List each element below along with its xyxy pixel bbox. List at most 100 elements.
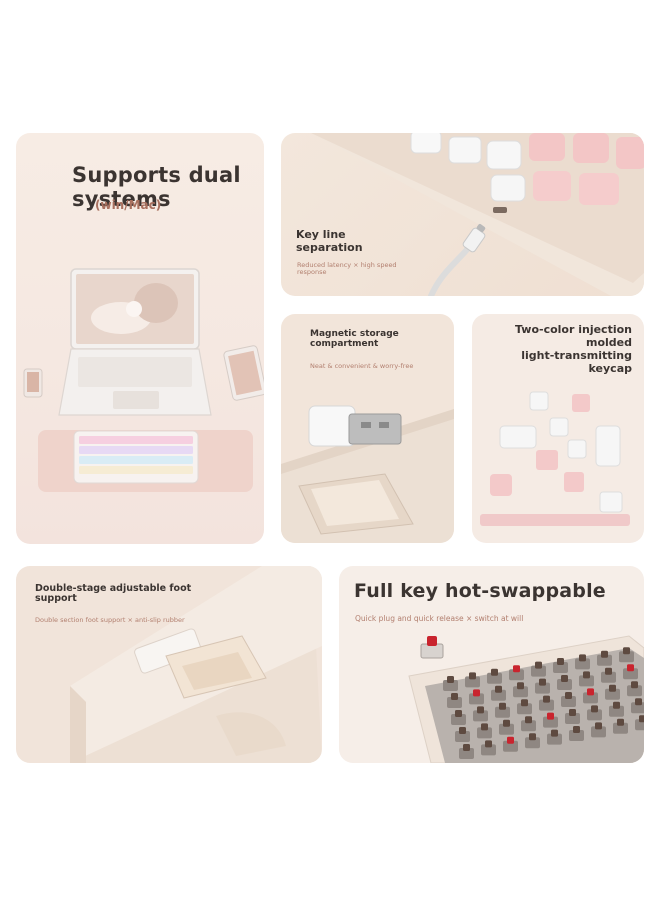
switch-housing — [561, 696, 576, 707]
keyboard-cable-illustration — [311, 133, 644, 296]
switch-stem — [455, 710, 462, 717]
switch-stem — [601, 650, 608, 658]
hot-swap-desc: Quick plug and quick release × switch at… — [355, 614, 524, 623]
keycap-panel: Two-color injection molded light-transmi… — [472, 314, 644, 543]
key-line-desc-1: Reduced latency × high speed — [297, 261, 397, 269]
switch-housing — [513, 686, 528, 698]
switch-housing — [579, 675, 594, 687]
hot-swap-panel: Full key hot-swappable Quick plug and qu… — [339, 566, 644, 763]
switch-stem — [525, 716, 532, 724]
dual-systems-panel: Supports dual systems (win/Mac) — [16, 133, 264, 544]
switch-stem — [463, 744, 470, 751]
switch-stem — [605, 667, 612, 675]
switch-stem — [609, 684, 616, 692]
switch-stem — [477, 706, 484, 714]
switch-stem — [583, 671, 590, 679]
switch-stem — [513, 665, 520, 673]
switch-grid — [443, 647, 644, 759]
switch-housing — [443, 680, 458, 691]
switch-stem — [517, 682, 524, 690]
switch-housing — [535, 682, 550, 694]
switch-stem — [561, 675, 568, 682]
switch-stem — [635, 698, 642, 706]
switch-housing — [605, 688, 620, 700]
switch-stem — [491, 668, 498, 676]
foot-title-2: support — [35, 593, 77, 604]
switch-housing — [591, 726, 606, 738]
magnetic-title-1: Magnetic storage — [310, 329, 399, 339]
switch-stem — [587, 688, 594, 696]
switch-stem — [459, 727, 466, 734]
magnetic-storage-panel: Magnetic storage compartment Neat & conv… — [281, 314, 454, 543]
switch-stem — [447, 676, 454, 683]
magnetic-desc: Neat & convenient & worry-free — [310, 362, 414, 370]
foot-title-1: Double-stage adjustable foot — [35, 583, 192, 594]
switch-housing — [465, 676, 480, 688]
switch-stem — [569, 709, 576, 716]
switch-stem — [507, 736, 514, 744]
hot-swap-illustration — [408, 635, 644, 763]
switch-housing — [499, 723, 514, 735]
switch-housing — [487, 672, 502, 684]
switch-stem — [591, 705, 598, 713]
switch-stem — [529, 733, 536, 741]
switch-housing — [459, 748, 474, 759]
switch-housing — [539, 699, 554, 711]
switch-stem — [617, 718, 624, 726]
switch-housing — [623, 668, 638, 680]
magnetic-title-2: compartment — [310, 339, 379, 349]
switch-stem — [521, 699, 528, 707]
switch-stem — [499, 702, 506, 710]
usb-receiver-illustration — [281, 405, 454, 543]
switch-stem — [623, 647, 630, 655]
switch-stem — [495, 685, 502, 693]
switch-housing — [531, 665, 546, 677]
key-line-title-2: separation — [296, 241, 363, 254]
hot-swap-title: Full key hot-swappable — [354, 580, 606, 602]
switch-stem — [557, 658, 564, 665]
switch-stem — [539, 678, 546, 686]
keycap-title-4: keycap — [588, 362, 632, 375]
keycap-row — [410, 133, 644, 205]
keycap-title-1: Two-color injection — [514, 323, 632, 336]
switch-housing — [481, 744, 496, 756]
switch-housing — [517, 703, 532, 715]
key-line-desc-2: response — [297, 268, 327, 276]
switch-housing — [473, 710, 488, 722]
key-line-title-1: Key line — [296, 228, 346, 241]
switch-stem — [595, 722, 602, 730]
switch-stem — [543, 695, 550, 703]
switch-housing — [503, 740, 518, 752]
switch-housing — [627, 685, 642, 697]
switch-housing — [613, 722, 628, 734]
keycap-title-2: molded — [586, 336, 632, 349]
switch-housing — [619, 651, 634, 663]
switch-stem — [565, 692, 572, 699]
foot-support-illustration — [70, 566, 322, 763]
switch-stem — [579, 654, 586, 662]
switch-housing — [451, 714, 466, 725]
switch-stem — [535, 661, 542, 669]
switch-housing — [509, 669, 524, 681]
switch-stem — [451, 693, 458, 700]
switch-housing — [587, 709, 602, 721]
switch-housing — [477, 727, 492, 739]
switch-housing — [495, 706, 510, 718]
switch-stem — [613, 701, 620, 709]
switch-housing — [583, 692, 598, 704]
foot-desc: Double section foot support × anti-slip … — [35, 616, 185, 624]
switch-housing — [525, 737, 540, 749]
switch-stem — [547, 712, 554, 720]
switch-housing — [575, 658, 590, 670]
foot-support-panel: Double-stage adjustable foot support Dou… — [16, 566, 322, 763]
switch-stem — [481, 723, 488, 731]
dual-systems-subtitle: (win/Mac) — [95, 198, 162, 212]
switch-housing — [447, 697, 462, 708]
switch-stem — [627, 664, 634, 672]
key-line-panel: Key line separation Reduced latency × hi… — [281, 133, 644, 296]
laptop-keyboard-illustration — [23, 268, 264, 492]
switch-housing — [601, 671, 616, 683]
switch-housing — [547, 733, 562, 745]
keyboard-keys — [79, 436, 193, 474]
switch-stem — [469, 672, 476, 680]
